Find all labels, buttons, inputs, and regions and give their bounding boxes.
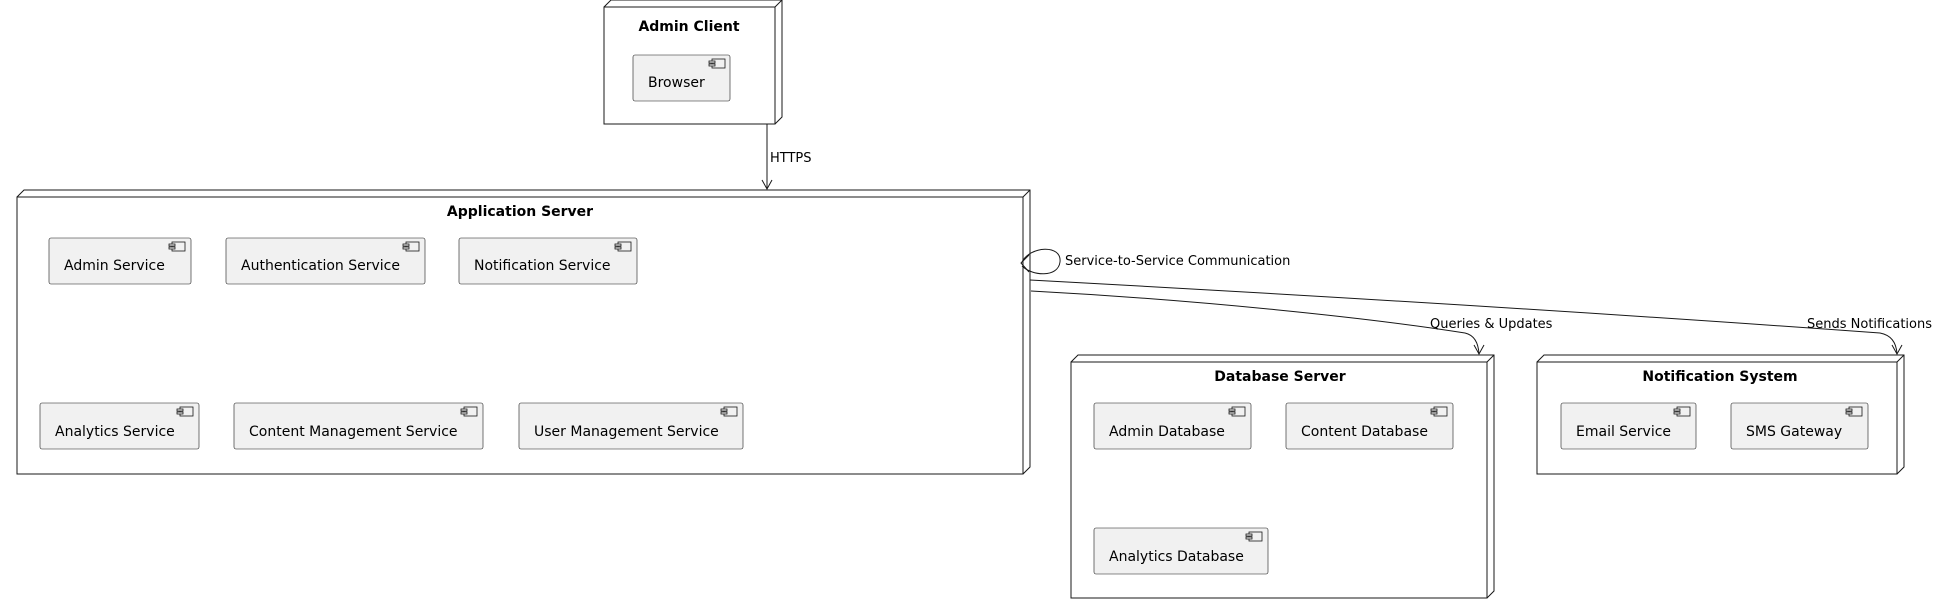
email-service-label: Email Service (1576, 424, 1671, 440)
content-database-label: Content Database (1301, 424, 1428, 440)
arrowhead (1473, 344, 1485, 356)
analytics-service-label: Analytics Service (55, 424, 175, 440)
sms-gateway-component: SMS Gateway (1730, 402, 1869, 450)
edge-queries-updates: Queries & Updates (1030, 290, 1553, 356)
browser-label: Browser (648, 75, 705, 91)
notification-service-label: Notification Service (474, 258, 611, 274)
component-icon (614, 241, 632, 252)
database-server-node: Database Server Admin Database Content D… (1070, 354, 1495, 599)
component-icon (176, 406, 194, 417)
content-database-component: Content Database (1285, 402, 1454, 450)
content-management-service-label: Content Management Service (249, 424, 458, 440)
authentication-service-label: Authentication Service (241, 258, 400, 274)
component-icon (708, 58, 726, 69)
analytics-database-label: Analytics Database (1109, 549, 1244, 565)
edge-label-sends-notifications: Sends Notifications (1807, 317, 1932, 332)
database-server-title: Database Server (1214, 369, 1345, 385)
notification-system-node: Notification System Email Service SMS Ga… (1536, 354, 1905, 475)
edge-label-queries-updates: Queries & Updates (1430, 317, 1553, 332)
component-icon (1845, 406, 1863, 417)
component-icon (1245, 531, 1263, 542)
admin-service-label: Admin Service (64, 258, 165, 274)
analytics-database-component: Analytics Database (1093, 527, 1269, 575)
user-management-service-component: User Management Service (518, 402, 744, 450)
edge-sends-notifications: Sends Notifications (1029, 279, 1932, 356)
edge-https: HTTPS (761, 124, 812, 191)
component-icon (1673, 406, 1691, 417)
admin-client-title: Admin Client (638, 19, 739, 35)
edge-label-https: HTTPS (770, 151, 812, 166)
email-service-component: Email Service (1560, 402, 1697, 450)
admin-database-label: Admin Database (1109, 424, 1225, 440)
arrowhead (1020, 254, 1030, 273)
admin-database-component: Admin Database (1093, 402, 1252, 450)
component-icon (720, 406, 738, 417)
user-management-service-label: User Management Service (534, 424, 719, 440)
component-icon (402, 241, 420, 252)
browser-component: Browser (632, 54, 731, 102)
sms-gateway-label: SMS Gateway (1746, 424, 1842, 440)
edge-service-to-service: Service-to-Service Communication (1020, 248, 1290, 275)
application-server-node: Application Server Admin Service Authent… (16, 189, 1031, 475)
arrowhead (1891, 344, 1903, 356)
component-icon (168, 241, 186, 252)
authentication-service-component: Authentication Service (225, 237, 426, 285)
admin-service-component: Admin Service (48, 237, 192, 285)
component-icon (460, 406, 478, 417)
component-icon (1430, 406, 1448, 417)
content-management-service-component: Content Management Service (233, 402, 484, 450)
component-icon (1228, 406, 1246, 417)
notification-service-component: Notification Service (458, 237, 638, 285)
application-server-title: Application Server (447, 204, 593, 220)
notification-system-title: Notification System (1642, 369, 1797, 385)
analytics-service-component: Analytics Service (39, 402, 200, 450)
arrowhead (761, 179, 773, 191)
edge-label-service-to-service: Service-to-Service Communication (1065, 254, 1290, 269)
admin-client-node: Admin Client Browser (603, 0, 783, 125)
